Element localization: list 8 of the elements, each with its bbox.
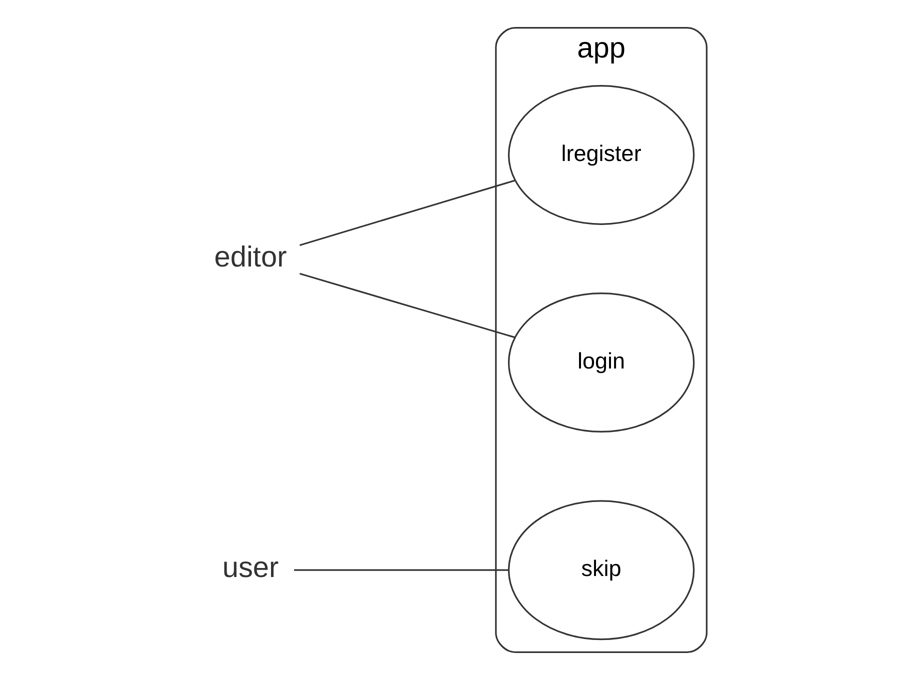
node-text: user: [222, 552, 278, 584]
node-text: editor: [214, 242, 286, 274]
node-ellipse: lregister: [507, 84, 694, 225]
connector: [299, 272, 514, 338]
connector: [298, 180, 514, 246]
node-ellipse: skip: [507, 500, 694, 640]
connector: [294, 569, 508, 571]
node-ellipse: login: [507, 292, 694, 433]
